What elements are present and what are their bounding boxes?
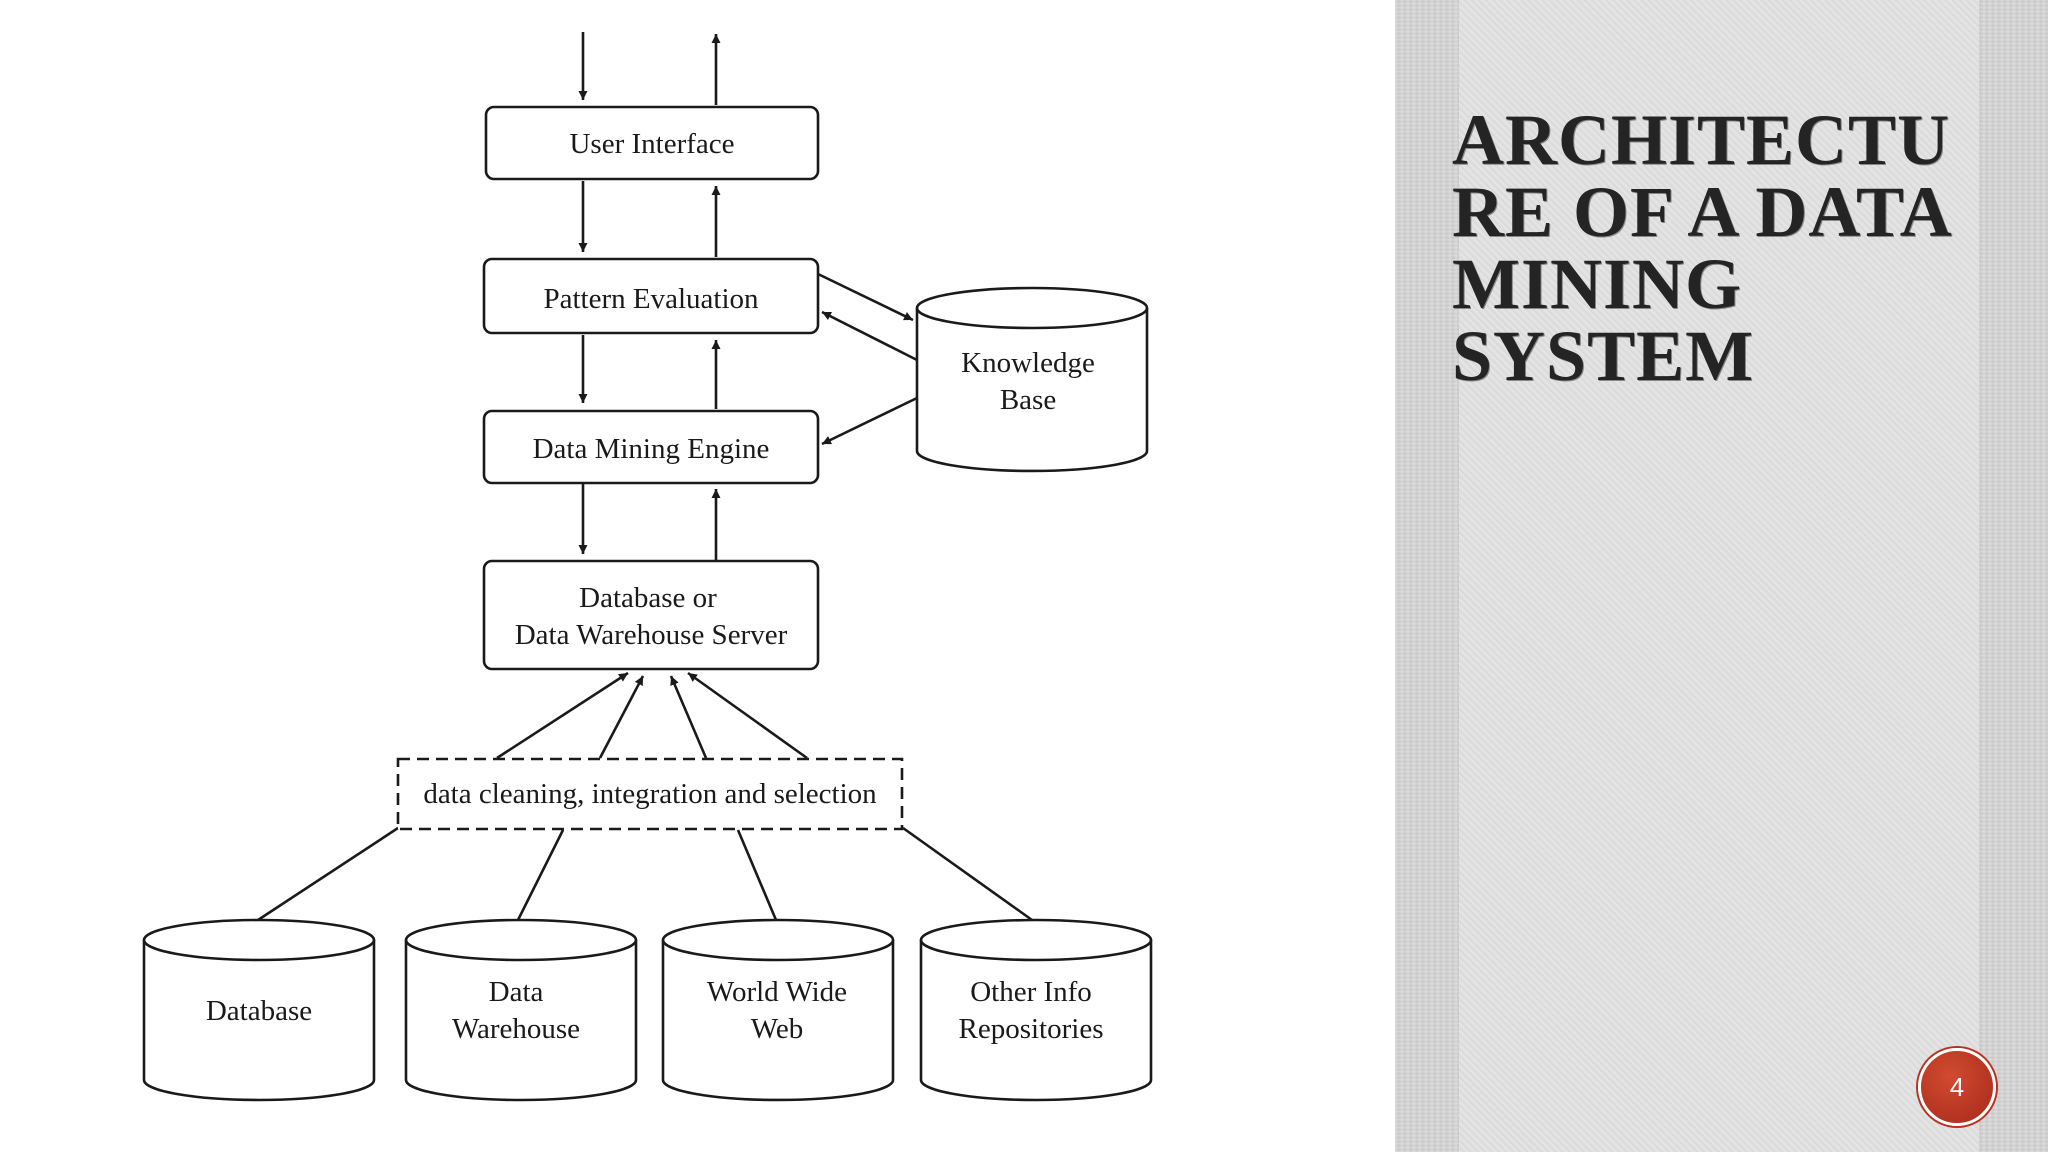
other-repositories-label-line-1: Other Info: [970, 976, 1092, 1008]
pattern-evaluation-label: Pattern Evaluation: [543, 283, 759, 315]
data-mining-engine-label: Data Mining Engine: [533, 433, 770, 465]
user-interface-label: User Interface: [569, 128, 734, 160]
world-wide-web-label-line-2: Web: [751, 1013, 803, 1045]
data-warehouse-cylinder: [404, 918, 638, 1102]
db-server-label-line-1: Database or: [579, 582, 717, 614]
knowledge-base-label-line-1: Knowledge: [961, 347, 1095, 379]
arrow-clean-to-server-4: [687, 671, 808, 760]
cleaning-label: data cleaning, integration and selection: [423, 778, 877, 810]
database-label: Database: [206, 995, 312, 1027]
db-server-label-line-2: Data Warehouse Server: [515, 619, 788, 651]
world-wide-web-cylinder: [661, 918, 895, 1102]
data-mining-engine-box: [482, 409, 820, 485]
data-warehouse-label-line-2: Warehouse: [452, 1013, 580, 1045]
knowledge-base-label-line-2: Base: [1000, 384, 1056, 416]
db-server-box: [482, 559, 820, 671]
slide-title-line-3: MINING: [1452, 244, 1742, 324]
slide-title-line-2: RE OF A DATA: [1452, 172, 1953, 252]
line-database-to-cleaning: [257, 826, 399, 922]
line-other-to-cleaning: [902, 826, 1033, 922]
pattern-evaluation-box: [482, 257, 820, 335]
other-repositories-label-line-2: Repositories: [959, 1013, 1104, 1045]
slide-title-line-1: ARCHITECTU: [1452, 100, 1951, 180]
arrow-clean-to-server-3: [669, 675, 708, 759]
slide-title-line-4: SYSTEM: [1452, 316, 1755, 396]
side-panel-texture: [1459, 0, 1979, 1152]
slide-number-badge: 4: [1918, 1048, 1996, 1126]
arrow-pattern-to-kb: [817, 272, 914, 322]
data-warehouse-label-line-1: Data: [489, 976, 544, 1008]
slide-title: ARCHITECTU RE OF A DATA MINING SYSTEM: [1452, 104, 2012, 392]
world-wide-web-label-line-1: World Wide: [707, 976, 847, 1008]
database-cylinder: [142, 918, 376, 1102]
arrow-clean-to-server-2: [598, 675, 645, 759]
cleaning-box: [396, 757, 904, 831]
arrow-kb-to-pattern: [821, 310, 918, 362]
line-www-to-cleaning: [736, 829, 778, 921]
knowledge-base-cylinder: [915, 286, 1149, 473]
arrow-kb-to-engine: [821, 396, 918, 446]
other-repositories-cylinder: [919, 918, 1153, 1102]
user-interface-box: [484, 105, 820, 181]
line-warehouse-to-cleaning: [516, 829, 565, 921]
arrow-clean-to-server-1: [496, 671, 629, 760]
architecture-diagram: User Interface Pattern Evaluation Data M…: [142, 32, 1153, 1102]
title-side-panel: [1395, 0, 2048, 1152]
